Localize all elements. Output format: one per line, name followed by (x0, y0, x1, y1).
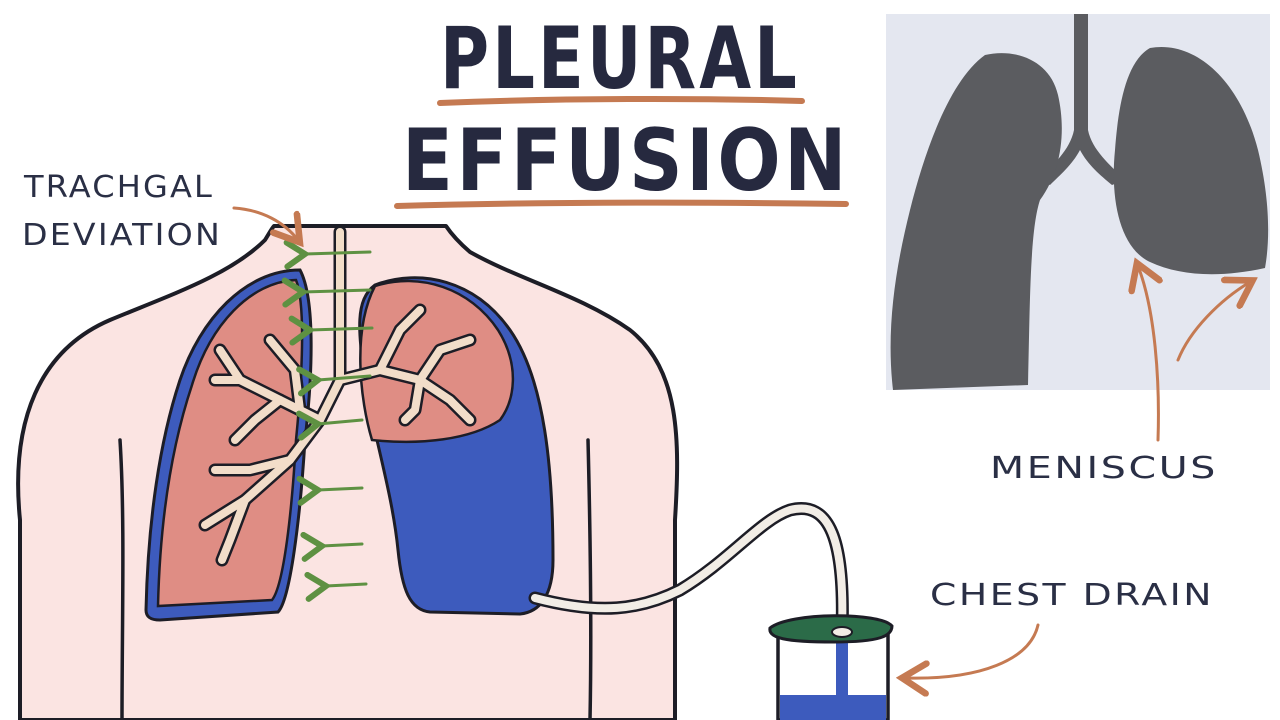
title-underline1 (437, 95, 805, 106)
deviation-arrow (283, 239, 372, 270)
drain-tube (528, 502, 849, 639)
xray-trachea (1038, 14, 1125, 185)
torso-body (16, 224, 680, 720)
title-underline2 (394, 199, 849, 209)
meniscus-label: MENISCUS (990, 266, 1250, 486)
chest-drain-label: CHEST DRAIN (905, 578, 1214, 678)
bottle-lid (768, 614, 894, 644)
chest-drain-text: CHEST DRAIN (930, 578, 1214, 613)
deviation-arrow (281, 277, 372, 308)
xray-panel (886, 14, 1270, 391)
tracheal-pointer-arrow (232, 206, 298, 240)
chest-drain-arrow (905, 623, 1040, 678)
meniscus-text: MENISCUS (990, 451, 1218, 486)
meniscus-arrow-left (1138, 266, 1158, 442)
torso (16, 224, 680, 720)
tracheal-label-line2: DEVIATION (22, 218, 222, 253)
drain-bottle (768, 614, 894, 720)
title-line1: PLEURAL (440, 9, 800, 109)
bottle-fluid-stream (836, 640, 848, 700)
deviation-arrow (288, 315, 374, 346)
deviation-arrows (281, 239, 374, 602)
deviation-arrow (304, 571, 368, 602)
meniscus-arrow-right (1176, 282, 1250, 362)
title-line2: EFFUSION (402, 111, 850, 211)
left-arm-line (118, 438, 125, 720)
deviation-arrow (295, 410, 364, 441)
right-arm-line (586, 438, 593, 720)
right-lung-effusion (358, 276, 555, 616)
bottle-lid-hole (831, 626, 853, 638)
xray-right-lung (1113, 46, 1269, 275)
deviation-arrow (296, 475, 364, 506)
deviation-arrow (296, 366, 372, 397)
xray-left-lung (890, 53, 1062, 391)
tracheal-deviation-label: TRACHGAL DEVIATION (22, 170, 298, 253)
tracheal-label-line1: TRACHGAL (23, 170, 214, 205)
bottle-fluid (780, 695, 886, 720)
title: PLEURAL EFFUSION (394, 9, 850, 211)
deviation-arrow (300, 531, 364, 562)
